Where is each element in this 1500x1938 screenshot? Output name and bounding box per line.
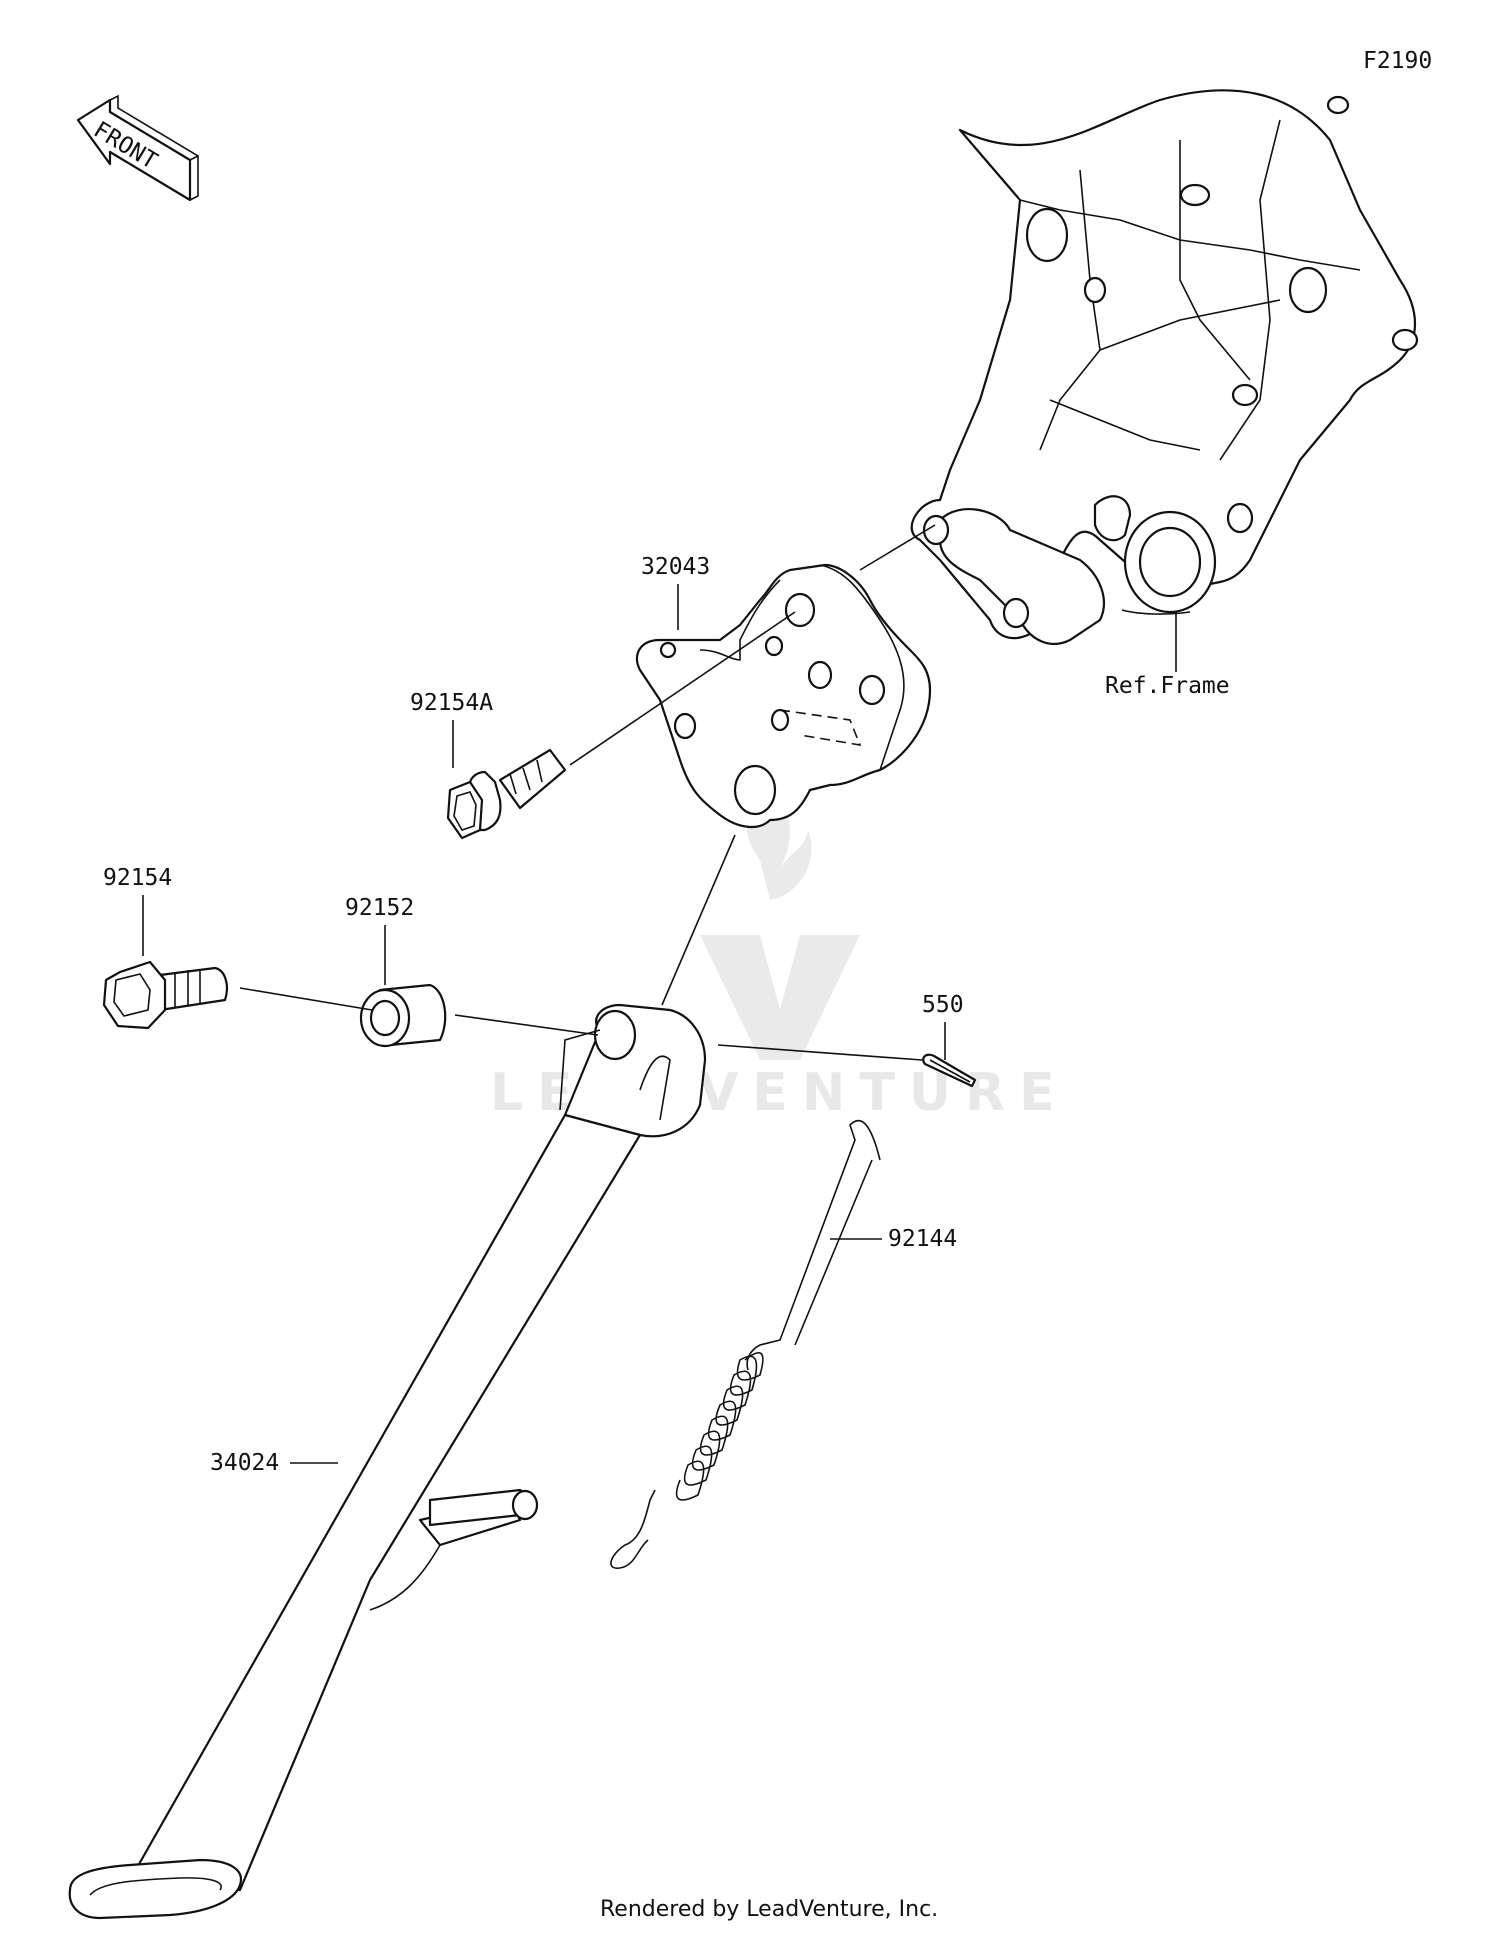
callout-92144: 92144 — [830, 1226, 957, 1252]
callout-ref-frame: Ref.Frame — [1105, 612, 1230, 699]
cotter-pin-550 — [922, 1053, 977, 1088]
callout-label-34024: 34024 — [210, 1450, 279, 1476]
callout-label-92152: 92152 — [345, 895, 414, 921]
spring-92144 — [610, 1119, 881, 1569]
ref-frame-label: Ref.Frame — [1105, 673, 1230, 699]
callout-92152: 92152 — [345, 895, 414, 985]
callout-label-92144: 92144 — [888, 1226, 957, 1252]
callout-label-92154a: 92154A — [410, 690, 493, 716]
stand-bracket — [635, 563, 932, 828]
front-arrow-icon: FRONT — [76, 94, 199, 202]
diagram-code: F2190 — [1363, 48, 1432, 74]
footer-credit: Rendered by LeadVenture, Inc. — [600, 1897, 938, 1922]
frame-reference — [910, 89, 1419, 645]
callout-92154a: 92154A — [410, 690, 493, 768]
bolt-92154a — [446, 748, 567, 840]
callout-92154: 92154 — [103, 865, 172, 956]
callout-label-92154: 92154 — [103, 865, 172, 891]
callout-34024: 34024 — [210, 1450, 338, 1476]
callout-label-550: 550 — [922, 992, 964, 1018]
bolt-92154 — [102, 960, 229, 1030]
side-stand-34024 — [68, 1003, 707, 1920]
callout-label-32043: 32043 — [641, 554, 710, 580]
collar-92152 — [359, 983, 447, 1048]
assembly-lines — [239, 524, 936, 1061]
callout-32043: 32043 — [641, 554, 710, 630]
spring-coils — [675, 1351, 764, 1501]
callout-550: 550 — [922, 992, 964, 1060]
